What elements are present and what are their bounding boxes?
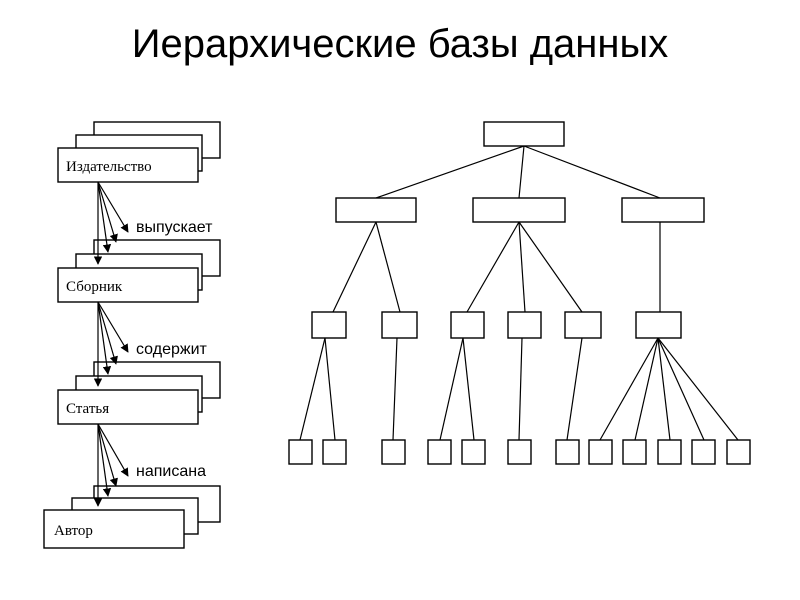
tree-node-level2 (450, 311, 485, 339)
tree-node-leaf (322, 439, 347, 465)
tree-node-level2 (381, 311, 418, 339)
page-title: Иерархические базы данных (131, 22, 669, 66)
relation-arrows-written-by (93, 423, 129, 507)
tree-node-leaf (622, 439, 647, 465)
tree-node-leaf (691, 439, 716, 465)
entity-label-publisher: Издательство (66, 159, 152, 175)
tree-node-leaf (461, 439, 486, 465)
relation-arrows-contains (93, 301, 129, 387)
entity-label-article: Статья (66, 401, 109, 417)
tree-node-level2 (564, 311, 602, 339)
tree-node-level2 (635, 311, 682, 339)
tree-node-leaf (657, 439, 682, 465)
tree-node-level1 (472, 197, 566, 223)
tree-node-leaf (381, 439, 406, 465)
entity-label-author: Автор (54, 523, 93, 539)
tree-node-level2 (311, 311, 347, 339)
relation-label-publishes: выпускает (136, 219, 213, 236)
relation-arrows-publishes (93, 181, 129, 265)
entity-box-article (57, 389, 199, 425)
entity-stack-publisher: Издательство (57, 121, 221, 183)
tree-node-leaf (555, 439, 580, 465)
tree-node-root (483, 121, 565, 147)
tree-node-leaf (288, 439, 313, 465)
relation-label-written-by: написана (136, 463, 206, 480)
tree-node-leaf (726, 439, 751, 465)
tree-node-level1 (621, 197, 705, 223)
entity-box-author (43, 509, 185, 549)
entity-stack-collection: Сборник (57, 239, 221, 303)
tree-node-leaf (588, 439, 613, 465)
tree-edges (299, 145, 739, 441)
entity-box-publisher (57, 147, 199, 183)
relation-label-contains: содержит (136, 341, 208, 358)
tree-node-level1 (335, 197, 417, 223)
entity-box-collection (57, 267, 199, 303)
tree-node-level2 (507, 311, 542, 339)
tree-node-leaf (507, 439, 532, 465)
entity-stack-author: Автор (43, 485, 221, 549)
entity-stack-article: Статья (57, 361, 221, 425)
tree-node-leaf (427, 439, 452, 465)
entity-label-collection: Сборник (66, 279, 123, 295)
